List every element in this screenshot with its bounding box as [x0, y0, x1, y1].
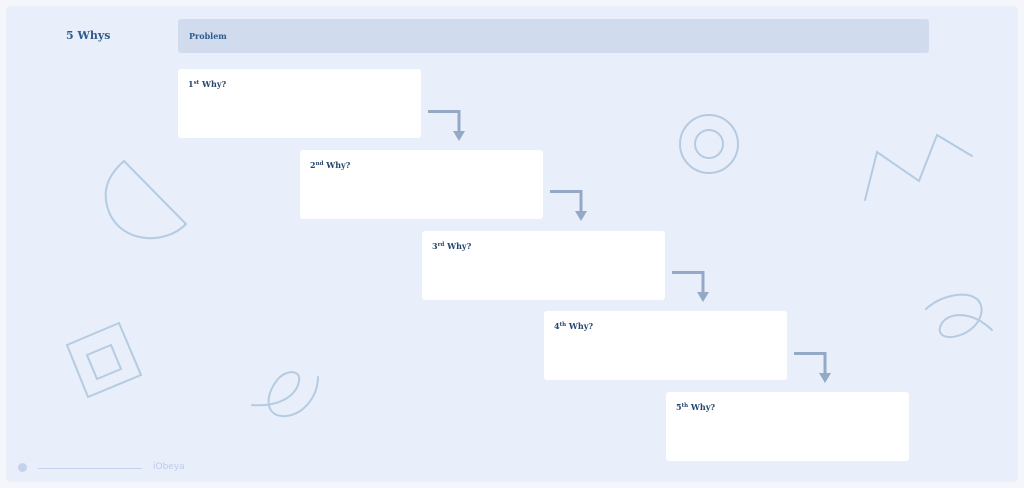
why-label-5: 5th Why? [676, 402, 715, 412]
footer-divider [38, 468, 142, 469]
concentric-circles-doodle-icon-inner [695, 130, 723, 158]
nested-squares-doodle-icon-inner [87, 345, 121, 379]
why-card-4[interactable]: 4th Why? [544, 311, 787, 380]
problem-box[interactable]: Problem [178, 19, 929, 53]
ellipse-doodle-icon [926, 295, 992, 337]
why-card-3[interactable]: 3rd Why? [422, 231, 665, 300]
why-card-5[interactable]: 5th Why? [666, 392, 909, 461]
board-title: 5 Whys [66, 29, 110, 42]
elbow-arrow-icon [428, 110, 468, 142]
why-card-1[interactable]: 1st Why? [178, 69, 421, 138]
concentric-circles-doodle-icon-outer [680, 115, 738, 173]
why-card-2[interactable]: 2nd Why? [300, 150, 543, 219]
loop-doodle-icon [252, 372, 318, 416]
half-circle-doodle-icon [106, 161, 186, 238]
footer-dot-icon [18, 463, 27, 472]
problem-label: Problem [189, 31, 227, 41]
why-label-2: 2nd Why? [310, 160, 350, 170]
why-label-3: 3rd Why? [432, 241, 471, 251]
zigzag-doodle-icon [865, 135, 972, 200]
footer-brand: iObeya [153, 462, 185, 472]
nested-squares-doodle-icon-outer [67, 323, 141, 397]
why-label-1: 1st Why? [188, 79, 226, 89]
elbow-arrow-icon [794, 352, 834, 384]
why-label-4: 4th Why? [554, 321, 593, 331]
elbow-arrow-icon [550, 190, 590, 222]
elbow-arrow-icon [672, 271, 712, 303]
